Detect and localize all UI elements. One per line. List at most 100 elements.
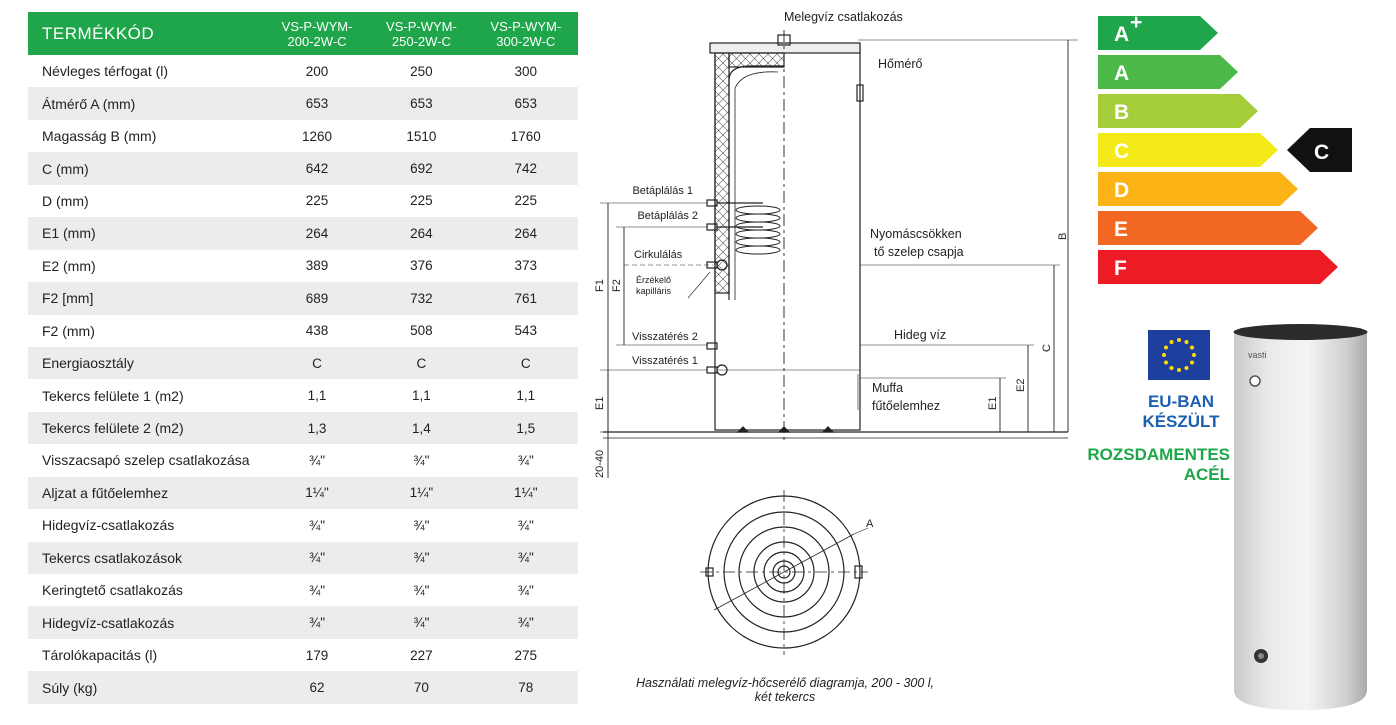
row-value-model-1: 1,3 (264, 411, 370, 445)
row-value-model-1: 1,1 (307, 388, 327, 404)
model-2-line1: VS-P-WYM- (386, 18, 457, 34)
boiler-brand: vasti (1248, 350, 1267, 360)
row-value-model-1: ¾" (309, 582, 326, 598)
inner-vessel (728, 65, 784, 300)
row-label: F2 [mm] (28, 282, 265, 315)
row-value-model-1: 653 (264, 87, 370, 120)
row-value-model-3: C (473, 346, 578, 380)
row-label: Tekercs felülete 1 (m2) (42, 387, 184, 404)
row-value-model-1: ¾" (309, 452, 326, 468)
header-model-3: VS-P-WYM- 300-2W-C (473, 12, 578, 55)
row-label: Hidegvíz-csatlakozás (42, 517, 175, 534)
energy-arrow (1098, 250, 1338, 284)
insulation-left (714, 52, 730, 294)
label-return1: Visszatérés 1 (632, 355, 698, 367)
boiler-product-image: vasti (1233, 324, 1368, 710)
eu-line-1: EU-BAN (1147, 392, 1215, 411)
row-label: E2 (mm) (42, 257, 96, 274)
thermometer-port (856, 84, 864, 102)
row-label: D (mm) (42, 192, 89, 209)
spec-table: TERMÉKKÓD VS-P-WYM- 200-2W-C VS-P-WYM- 2… (28, 12, 578, 704)
row-value-model-3: ¾" (517, 517, 534, 533)
row-value-model-3: 300 (514, 63, 538, 79)
row-value-model-2: 376 (410, 258, 433, 274)
caption-line-2: két tekercs (754, 690, 816, 704)
row-value-model-1: 62 (264, 671, 370, 704)
row-label: E1 (mm) (28, 217, 265, 250)
row-value-model-2: 1,1 (412, 388, 431, 404)
row-value-model-2: 227 (410, 647, 433, 663)
dim-b: B (1057, 233, 1069, 240)
insulation-top (728, 52, 785, 68)
row-value-model-2: 1,4 (369, 411, 474, 445)
top-view (700, 490, 869, 655)
model-1-line1: VS-P-WYM- (281, 18, 353, 34)
row-label: Keringtető csatlakozás (42, 582, 183, 599)
row-label: F2 (mm) (42, 322, 95, 339)
label-circulation: Cirkulálás (634, 249, 683, 261)
row-label: Tekercs csatlakozások (28, 541, 265, 574)
row-label: C (mm) (28, 152, 265, 185)
row-value-model-2: ¾" (369, 606, 474, 639)
row-value-model-3: 1,1 (516, 388, 536, 404)
energy-arrow (1098, 16, 1218, 50)
label-muff-1: Muffa (872, 381, 903, 395)
row-value-model-3: 1¼" (473, 476, 578, 510)
label-cold-water: Hideg víz (894, 328, 946, 342)
row-value-model-1: ¾" (309, 517, 326, 533)
energy-arrow (1098, 211, 1318, 245)
steel-line-1: ROZSDAMENTES (1087, 445, 1230, 464)
eu-line-2: KÉSZÜLT (1142, 412, 1220, 431)
row-value-model-1: 1¼" (264, 476, 370, 510)
model-2-line2: 250-2W-C (391, 33, 451, 49)
row-value-model-3: 373 (514, 258, 538, 274)
dim-f2: F2 (611, 279, 623, 292)
energy-letter: B (1114, 101, 1129, 124)
row-value-model-2: 225 (410, 193, 433, 209)
row-value-model-1: ¾" (264, 606, 370, 639)
port-return2 (706, 342, 718, 350)
label-feed1: Betáplálás 1 (632, 185, 693, 197)
selected-class-marker: C (1287, 128, 1352, 172)
row-value-model-1: 689 (264, 282, 370, 315)
model-1-line2: 200-2W-C (287, 33, 347, 49)
energy-arrow (1098, 172, 1298, 206)
row-value-model-3: 264 (473, 217, 578, 250)
row-value-model-1: 225 (305, 193, 329, 209)
energy-arrow (1098, 94, 1258, 128)
row-value-model-3: 742 (473, 152, 578, 185)
energy-class-1: A (1098, 55, 1238, 89)
steel-line-2: ACÉL (1183, 465, 1230, 484)
header-product-code: TERMÉKKÓD (28, 12, 265, 55)
row-value-model-1: 1260 (302, 128, 333, 144)
row-value-model-2: 732 (369, 282, 474, 315)
row-value-model-1: ¾" (264, 541, 370, 574)
row-value-model-2: 264 (369, 217, 474, 250)
energy-class-6: F (1098, 250, 1338, 284)
eu-flag-icon (1148, 330, 1210, 380)
row-value-model-2: 70 (369, 671, 474, 704)
row-value-model-1: 642 (264, 152, 370, 185)
row-value-model-1: 200 (305, 63, 329, 79)
tank-lid (709, 42, 861, 54)
row-value-model-3: ¾" (517, 452, 534, 468)
row-value-model-2: 1¼" (369, 476, 474, 510)
row-value-model-2: C (369, 346, 474, 380)
label-hot-water: Melegvíz csatlakozás (784, 10, 903, 24)
stainless-badge: ROZSDAMENTES ACÉL (1062, 445, 1230, 485)
row-label: Visszacsapó szelep csatlakozása (42, 452, 250, 469)
row-value-model-3: ¾" (517, 582, 534, 598)
row-label: Aljzat a fűtőelemhez (28, 476, 265, 510)
row-label: Súly (kg) (28, 671, 265, 704)
